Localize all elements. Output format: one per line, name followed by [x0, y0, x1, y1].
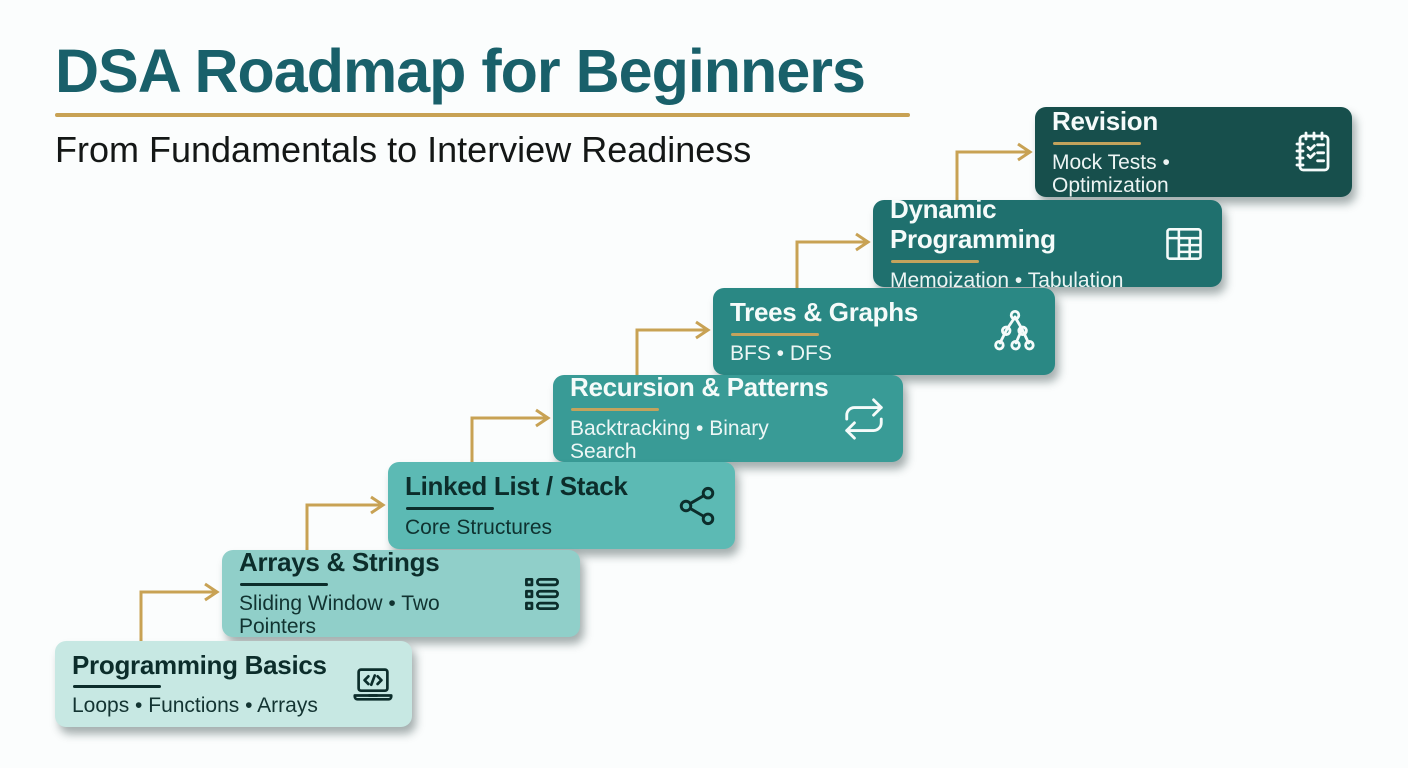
step-subtitle: Backtracking • Binary Search: [570, 417, 769, 464]
step-title: Revision: [1052, 105, 1158, 136]
connector-arrow-3: [470, 408, 551, 464]
page-subtitle: From Fundamentals to Interview Readiness: [55, 129, 752, 170]
step-card-revision: Revision Mock Tests • Optimization: [1035, 105, 1352, 197]
step-card-programming-basics: Programming Basics Loops • Functions • A…: [55, 641, 412, 727]
laptop-code-icon: [350, 661, 396, 707]
connector-arrow-5: [795, 232, 871, 290]
step-card-recursion-patterns: Recursion & Patterns Backtracking • Bina…: [553, 372, 903, 464]
step-card-dynamic-programming: Dynamic Programming Memoization • Tabula…: [873, 194, 1222, 292]
step-title-underline: [406, 506, 494, 510]
page-title: DSA Roadmap for Beginners: [55, 37, 866, 105]
step-subtitle: BFS • DFS: [730, 341, 832, 365]
step-title: Linked List / Stack: [405, 471, 628, 501]
step-title: Trees & Graphs: [730, 297, 918, 327]
step-title-underline: [73, 685, 161, 689]
title-underline-rule: [55, 113, 910, 117]
repeat-icon: [841, 396, 887, 442]
step-card-trees-graphs: Trees & Graphs BFS • DFS: [713, 288, 1055, 375]
share-nodes-icon: [675, 484, 719, 528]
step-title-underline: [891, 259, 979, 263]
binary-tree-icon: [991, 308, 1039, 356]
list-icon: [520, 572, 564, 616]
step-title: Arrays & Strings: [239, 547, 440, 578]
step-card-linked-list-stack: Linked List / Stack Core Structures: [388, 462, 735, 549]
step-card-arrays-strings: Arrays & Strings Sliding Window • Two Po…: [222, 547, 580, 639]
step-title: Dynamic Programming: [890, 194, 1056, 254]
connector-arrow-1: [139, 582, 220, 643]
step-subtitle: Mock Tests • Optimization: [1052, 150, 1170, 197]
connector-arrow-2: [305, 495, 386, 552]
step-subtitle: Memoization • Tabulation: [890, 268, 1124, 292]
step-title-underline: [731, 332, 819, 336]
connector-arrow-4: [635, 320, 711, 377]
step-subtitle: Loops • Functions • Arrays: [72, 694, 318, 718]
step-subtitle: Core Structures: [405, 515, 553, 539]
step-title-underline: [1053, 141, 1141, 145]
step-title: Programming Basics: [72, 649, 327, 680]
checklist-icon: [1288, 128, 1336, 176]
step-title-underline: [571, 408, 659, 412]
table-icon: [1162, 222, 1206, 266]
step-title-underline: [240, 583, 328, 587]
step-subtitle: Sliding Window • Two Pointers: [239, 592, 440, 639]
step-title: Recursion & Patterns: [570, 372, 829, 403]
